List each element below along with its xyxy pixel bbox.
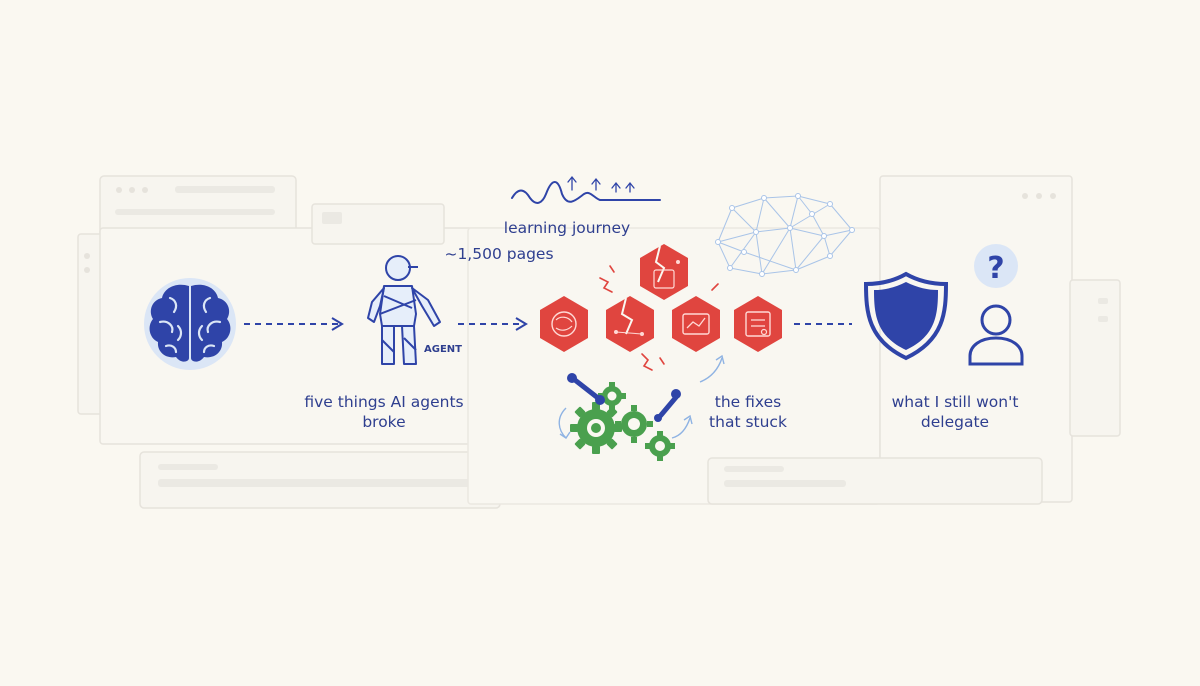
arrow-brain-to-agent <box>244 317 344 331</box>
agent-tag: AGENT <box>424 344 462 355</box>
five-things-label: five things AI agents broke <box>304 393 464 431</box>
person-question-icon <box>968 244 1024 366</box>
hexagon-top <box>640 244 688 300</box>
shield-icon <box>863 271 949 361</box>
gear-medium-icon <box>615 405 653 443</box>
fixes-label: the fixes that stuck <box>709 393 787 431</box>
hexagon-chart <box>672 296 720 352</box>
delegate-label: what I still won't delegate <box>891 393 1019 431</box>
network-mesh-icon <box>715 193 855 277</box>
hexagon-cracked <box>606 296 654 352</box>
pages-label: ~1,500 pages <box>444 245 553 263</box>
broken-hexagon-icons <box>540 244 782 371</box>
gears-wrenches-icon <box>558 354 725 461</box>
learning-journey-wave <box>511 175 661 204</box>
gear-small-icon <box>645 431 675 461</box>
question-mark: ? <box>987 251 1004 286</box>
wrench-right-icon <box>654 389 681 422</box>
hexagon-document <box>734 296 782 352</box>
arrow-agent-to-hexagons <box>458 317 528 331</box>
hexagon-brain <box>540 296 588 352</box>
gear-large-icon <box>570 402 622 454</box>
wrench-left-icon <box>567 373 605 405</box>
robot-agent-icon <box>367 255 441 365</box>
learning-journey-label: learning journey <box>504 219 630 237</box>
brain-icon <box>144 278 236 370</box>
